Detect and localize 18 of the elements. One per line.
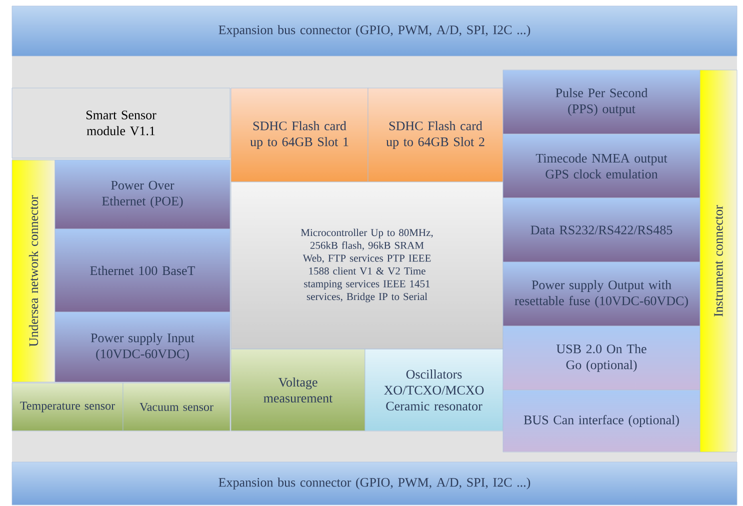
sensor-box: Temperature sensor [12,382,124,432]
memory-card-box: SDHC Flash card up to 64GB Slot 2 [368,88,504,182]
sensor-box: Vacuum sensor [122,382,230,432]
connector-bar: Expansion bus connector (GPIO, PWM, A/D, SPI, I2C ...) [12,462,738,506]
module-box: Ethernet 100 BaseT [54,228,230,312]
connector-bar: Undersea network connector [12,160,56,382]
interface-box: BUS Can interface (optional) [502,390,700,452]
interface-box: Pulse Per Second (PPS) output [502,70,700,134]
connector-bar: Expansion bus connector (GPIO, PWM, A/D, SPI, I2C ...) [12,6,738,56]
title-box: Smart Sensor module V1.1 [12,88,230,158]
interface-box: Power supply Output with resettable fuse (10VDC-60VDC) [502,262,700,326]
module-box: Power Over Ethernet (POE) [54,160,230,230]
connector-bar: Instrument connector [700,70,738,452]
oscillator-box: Oscillators XO/TCXO/MCXO Ceramic resonator [364,348,504,432]
memory-card-box: SDHC Flash card up to 64GB Slot 1 [230,88,368,182]
interface-box: Timecode NMEA output GPS clock emulation [502,134,700,198]
interface-box: Data RS232/RS422/RS485 [502,198,700,262]
interface-box: USB 2.0 On The Go (optional) [502,326,700,390]
